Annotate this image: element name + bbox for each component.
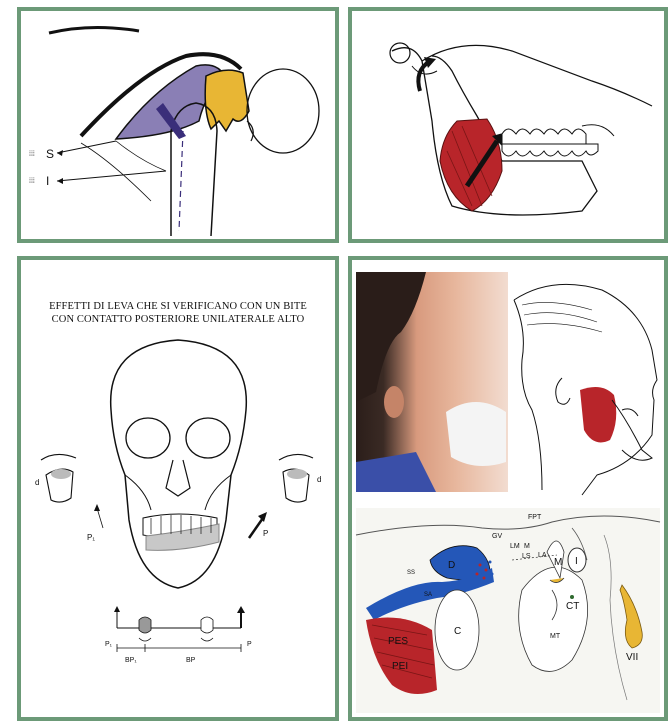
label-m: M — [554, 557, 562, 568]
section-drawings: FPT GV LM M LS LA SS SA MT D M I CT C PE… — [352, 260, 664, 717]
label-lm: LM — [510, 543, 520, 550]
label-pei: PEI — [392, 661, 408, 672]
label-sa: SA — [424, 592, 432, 598]
label-i: I — [575, 556, 578, 567]
label-mt: MT — [550, 633, 561, 640]
pterygoid-section-drawing — [356, 508, 660, 713]
face-profile-drawing — [514, 284, 657, 495]
label-p1-bottom: P₁ — [105, 641, 113, 648]
label-bp: BP — [186, 657, 196, 664]
label-p1: P₁ — [87, 533, 95, 542]
skull-diagram: d d P₁ P P₁ P BP₁ BP — [21, 260, 335, 717]
svg-text:⁞⁞⁞: ⁞⁞⁞ — [29, 151, 35, 158]
mandible-masseter-panel — [348, 7, 668, 243]
masseter-muscle-face — [580, 387, 616, 443]
skull-leverage-panel: EFFETTI DI LEVA CHE SI VERIFICANO CON UN… — [17, 256, 339, 721]
label-ss: SS — [407, 570, 415, 576]
tmj-diagram: ⁞⁞⁞ S ⁞⁞⁞ I — [21, 11, 335, 239]
label-bp1: BP₁ — [125, 657, 137, 664]
label-p: P — [263, 529, 268, 538]
masseter-muscle — [440, 119, 502, 211]
label-d: D — [448, 560, 455, 571]
label-p-bottom: P — [247, 641, 252, 648]
clinical-and-anatomy-panel: FPT GV LM M LS LA SS SA MT D M I CT C PE… — [348, 256, 668, 721]
label-c: C — [454, 626, 461, 637]
label-m-small: M — [524, 543, 530, 550]
label-ls: LS — [522, 553, 531, 560]
label-la: LA — [538, 552, 547, 559]
svg-text:⁞⁞⁞: ⁞⁞⁞ — [29, 178, 35, 185]
label-pes: PES — [388, 636, 408, 647]
label-gv: GV — [492, 533, 502, 540]
label-vii: VII — [626, 652, 638, 663]
label-s: S — [46, 147, 54, 161]
tmj-sagittal-diagram-panel: ⁞⁞⁞ S ⁞⁞⁞ I — [17, 7, 339, 243]
label-d-left: d — [35, 478, 39, 487]
label-i: I — [46, 174, 49, 188]
label-d-right: d — [317, 475, 321, 484]
retrodiscal-tissue — [205, 70, 249, 131]
mandible-drawing — [352, 11, 664, 239]
label-fpt: FPT — [528, 514, 542, 521]
skull-outline — [111, 340, 247, 588]
label-ct: CT — [566, 601, 579, 612]
